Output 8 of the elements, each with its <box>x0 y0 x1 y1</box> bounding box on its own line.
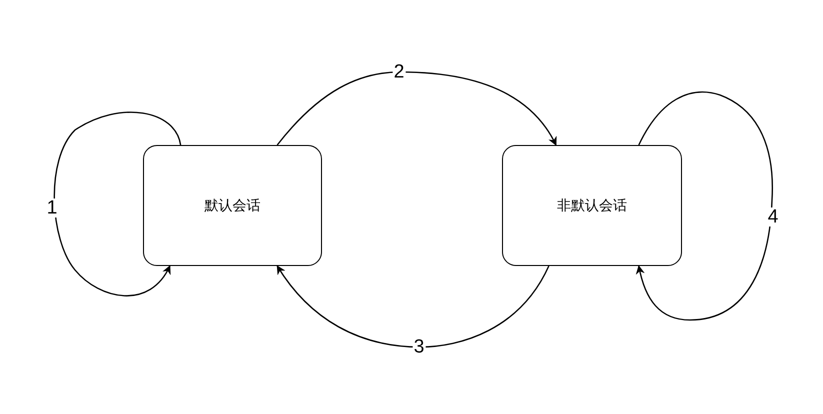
edge-label: 4 <box>766 208 780 226</box>
state-box: 默认会话 <box>143 145 322 266</box>
edge-label: 1 <box>46 198 58 218</box>
transition-arrow <box>636 91 773 321</box>
transition-arrow <box>54 112 182 296</box>
transition-arrow <box>276 265 550 348</box>
state-box: 非默认会话 <box>502 145 682 266</box>
transition-arrow <box>276 71 557 146</box>
